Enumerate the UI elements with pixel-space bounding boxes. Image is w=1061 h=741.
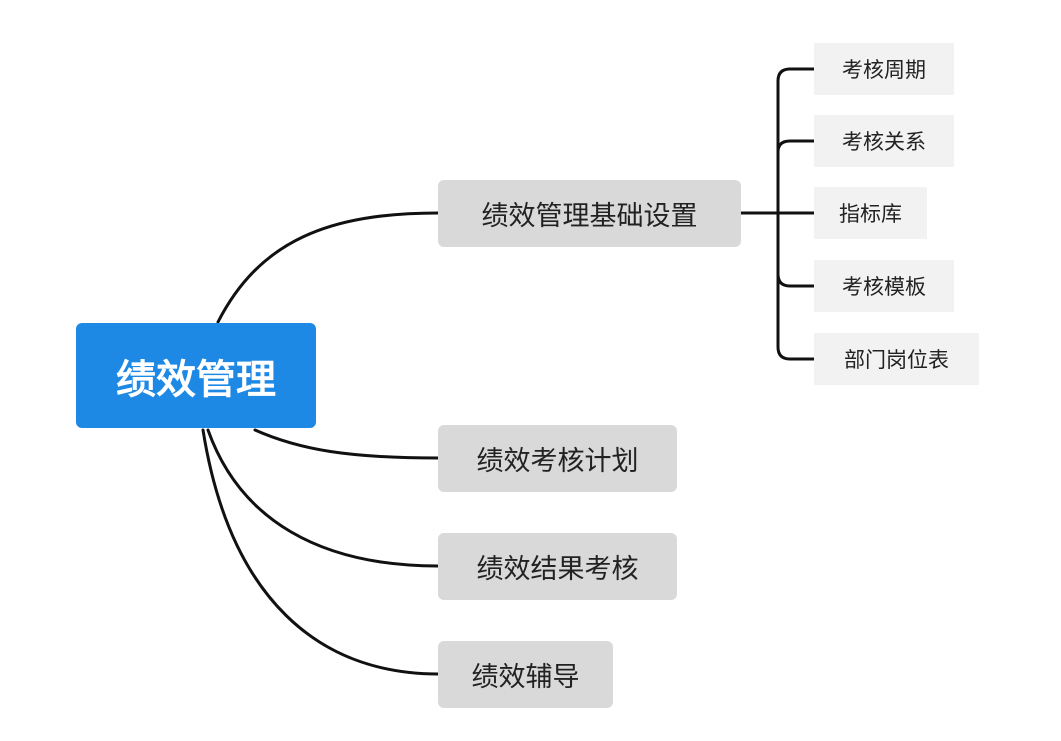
branch-label: 绩效管理基础设置	[481, 201, 698, 232]
leaf-label: 考核模板	[842, 275, 926, 299]
leaf-department-position-table[interactable]: 部门岗位表	[814, 333, 979, 385]
root-label: 绩效管理	[116, 356, 276, 403]
leaf-assessment-cycle[interactable]: 考核周期	[814, 43, 954, 95]
branch-basic-settings[interactable]: 绩效管理基础设置	[438, 180, 741, 247]
branch-label: 绩效结果考核	[476, 554, 639, 585]
branch-result-assessment[interactable]: 绩效结果考核	[438, 533, 677, 600]
bracket-vertical	[776, 67, 792, 361]
branch-label: 绩效辅导	[471, 662, 580, 693]
branch-label: 绩效考核计划	[476, 446, 639, 477]
bracket-leaf-4	[776, 272, 816, 288]
connector-root-to-result	[206, 428, 440, 568]
connector-root-to-coaching	[201, 428, 440, 676]
bracket-leaf-2	[776, 139, 816, 154]
leaf-label: 考核周期	[842, 58, 926, 82]
leaf-label: 考核关系	[842, 130, 926, 154]
leaf-assessment-relation[interactable]: 考核关系	[814, 115, 954, 167]
branch-coaching[interactable]: 绩效辅导	[438, 641, 613, 708]
leaf-indicator-library[interactable]: 指标库	[814, 187, 927, 239]
leaf-label: 部门岗位表	[844, 348, 949, 372]
connector-root-to-plan	[253, 428, 440, 460]
connector-root-to-basic-settings	[216, 211, 440, 324]
leaf-label: 指标库	[839, 202, 902, 226]
branch-assessment-plan[interactable]: 绩效考核计划	[438, 425, 677, 492]
root-node[interactable]: 绩效管理	[76, 323, 316, 428]
leaf-assessment-template[interactable]: 考核模板	[814, 260, 954, 312]
